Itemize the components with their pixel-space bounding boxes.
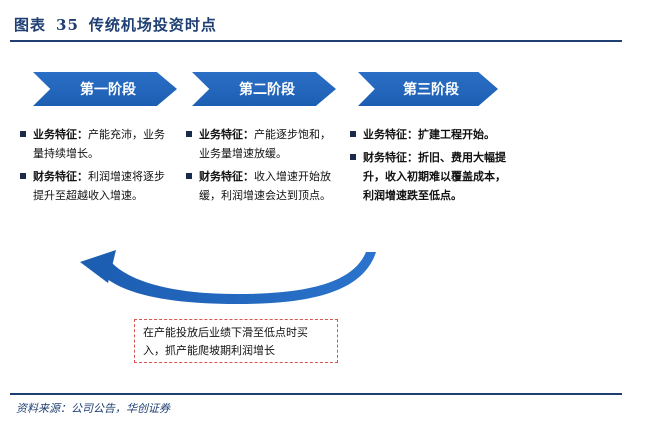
item-label: 财务特征： <box>363 151 418 164</box>
stage-2-description: 业务特征：产能逐步饱和，业务量增速放缓。 财务特征：收入增速开始放缓，利润增速会… <box>186 125 341 209</box>
item-text: 收入增速开始放缓，利润增速会达到顶点。 <box>199 170 331 202</box>
item-text: 利润增速将逐步提升至超越收入增速。 <box>33 170 165 202</box>
stage-2-label: 第二阶段 <box>239 82 295 98</box>
bottom-divider <box>10 393 622 395</box>
bullet-icon <box>20 131 26 137</box>
item-label: 业务特征： <box>363 128 418 141</box>
bullet-icon <box>186 173 192 179</box>
bullet-icon <box>20 173 26 179</box>
item-label: 业务特征： <box>33 128 88 141</box>
bullet-icon <box>350 131 356 137</box>
stage-1-arrow: 第一阶段 <box>33 72 177 106</box>
stage-2-arrow: 第二阶段 <box>192 72 336 106</box>
list-item: 业务特征：产能逐步饱和，业务量增速放缓。 <box>186 125 341 163</box>
stage-3-arrow: 第三阶段 <box>358 72 498 106</box>
figure-title-text: 传统机场投资时点 <box>88 16 217 34</box>
item-label: 财务特征： <box>199 170 254 183</box>
list-item: 财务特征：折旧、费用大幅提升，收入初期难以覆盖成本，利润增速跌至低点。 <box>350 148 508 205</box>
figure-title: 图表 35 传统机场投资时点 <box>14 14 217 35</box>
top-divider <box>10 40 622 42</box>
stage-1-label: 第一阶段 <box>80 82 136 98</box>
list-item: 财务特征：利润增速将逐步提升至超越收入增速。 <box>20 167 170 205</box>
item-label: 财务特征： <box>33 170 88 183</box>
list-item: 业务特征：扩建工程开始。 <box>350 125 508 144</box>
item-text: 产能充沛，业务量持续增长。 <box>33 128 165 160</box>
stage-1-description: 业务特征：产能充沛，业务量持续增长。 财务特征：利润增速将逐步提升至超越收入增速… <box>20 125 170 209</box>
bullet-icon <box>350 154 356 160</box>
bullet-icon <box>186 131 192 137</box>
source-note: 资料来源：公司公告，华创证券 <box>16 402 170 415</box>
list-item: 业务特征：产能充沛，业务量持续增长。 <box>20 125 170 163</box>
item-text: 扩建工程开始。 <box>418 128 495 141</box>
stage-3-label: 第三阶段 <box>403 82 459 98</box>
item-text: 折旧、费用大幅提升，收入初期难以覆盖成本，利润增速跌至低点。 <box>363 151 506 202</box>
item-text: 产能逐步饱和，业务量增速放缓。 <box>199 128 331 160</box>
figure-label: 图表 <box>14 16 47 34</box>
cycle-arrow-head <box>80 250 116 283</box>
figure-number: 35 <box>56 16 79 34</box>
item-label: 业务特征： <box>199 128 254 141</box>
strategy-note: 在产能投放后业绩下滑至低点时买入，抓产能爬坡期利润增长 <box>134 319 338 363</box>
list-item: 财务特征：收入增速开始放缓，利润增速会达到顶点。 <box>186 167 341 205</box>
stage-3-description: 业务特征：扩建工程开始。 财务特征：折旧、费用大幅提升，收入初期难以覆盖成本，利… <box>350 125 508 209</box>
cycle-arrow-body <box>100 252 376 304</box>
